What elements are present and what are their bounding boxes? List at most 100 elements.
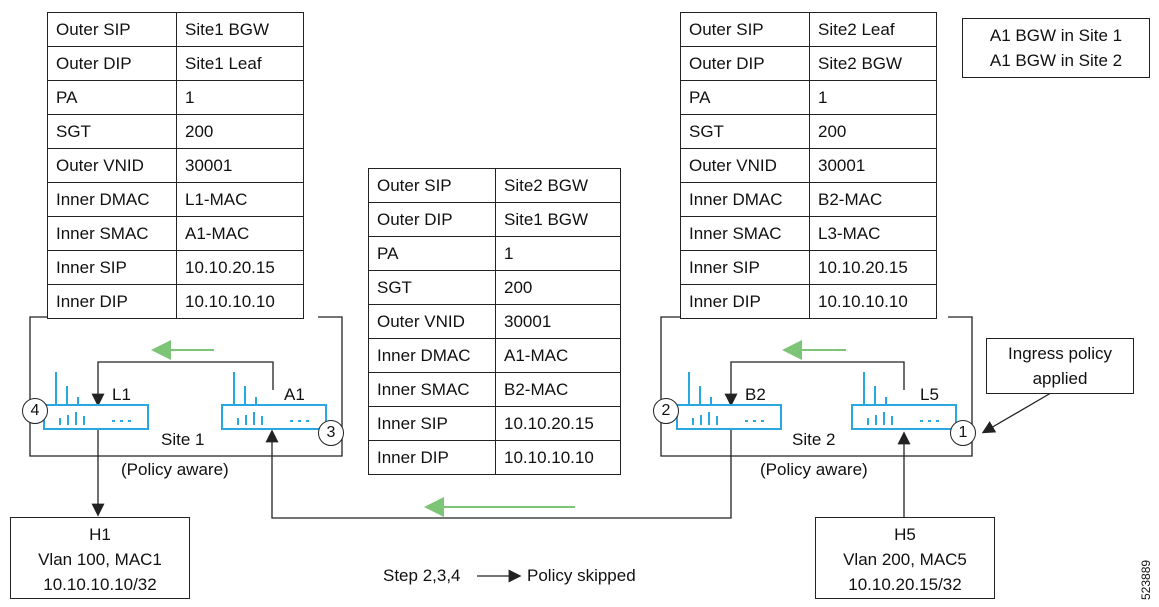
field-value-cell: L1-MAC [176, 182, 304, 217]
field-name-cell: Inner SMAC [47, 216, 177, 251]
step-3-marker: 3 [318, 420, 344, 446]
field-value-cell: Site2 Leaf [809, 12, 937, 47]
step-1-marker: 1 [950, 420, 976, 446]
field-value-cell: 10.10.10.10 [495, 440, 621, 475]
site2-boundary [660, 316, 973, 457]
field-value-cell: 1 [495, 236, 621, 271]
switch-a1-icon [221, 372, 327, 430]
field-name-cell: Outer VNID [680, 148, 810, 183]
field-value-cell: 1 [176, 80, 304, 115]
l5-to-b2-path [724, 361, 905, 407]
host-h1-box: H1 Vlan 100, MAC1 10.10.10.10/32 [10, 517, 190, 599]
field-value-cell: Site1 BGW [176, 12, 304, 47]
site1-label: Site 1 [161, 430, 205, 449]
bgw-note-box: A1 BGW in Site 1 A1 BGW in Site 2 [962, 18, 1150, 78]
field-name-cell: Outer DIP [680, 46, 810, 81]
field-value-cell: 200 [495, 270, 621, 305]
switch-b2-icon [676, 372, 782, 430]
b2-to-a1-path [265, 429, 732, 519]
field-name-cell: Inner DIP [680, 284, 810, 319]
field-value-cell: 30001 [176, 148, 304, 183]
field-value-cell: L3-MAC [809, 216, 937, 251]
h1-ip: 10.10.10.10/32 [43, 575, 157, 594]
field-name-cell: Outer DIP [47, 46, 177, 81]
field-name-cell: Inner SMAC [680, 216, 810, 251]
field-name-cell: Outer SIP [368, 168, 496, 203]
h5-name: H5 [894, 525, 916, 544]
field-name-cell: SGT [368, 270, 496, 305]
site1-mode-label: (Policy aware) [121, 460, 229, 479]
device-label-l5: L5 [920, 385, 939, 404]
h1-name: H1 [89, 525, 111, 544]
field-value-cell: 10.10.20.15 [176, 250, 304, 285]
ingress-policy-arrow [981, 389, 1057, 434]
field-name-cell: Inner DIP [47, 284, 177, 319]
ingress-line-2: applied [1032, 369, 1088, 388]
site2-label: Site 2 [792, 430, 836, 449]
host-h5-box: H5 Vlan 200, MAC5 10.10.20.15/32 [815, 517, 995, 599]
site2-mode-label: (Policy aware) [760, 460, 868, 479]
field-name-cell: Inner SIP [680, 250, 810, 285]
field-name-cell: SGT [47, 114, 177, 149]
field-value-cell: 30001 [495, 304, 621, 339]
field-value-cell: 30001 [809, 148, 937, 183]
figure-id: 523889 [1139, 559, 1153, 600]
field-value-cell: A1-MAC [176, 216, 304, 251]
h5-vlan: Vlan 200, MAC5 [843, 550, 967, 569]
field-name-cell: Outer VNID [47, 148, 177, 183]
legend-result-text: Policy skipped [527, 566, 636, 585]
field-name-cell: PA [680, 80, 810, 115]
field-name-cell: Outer SIP [680, 12, 810, 47]
field-name-cell: Outer SIP [47, 12, 177, 47]
field-name-cell: Inner DMAC [368, 338, 496, 373]
note-line-2: A1 BGW in Site 2 [989, 51, 1123, 70]
step-4-marker: 4 [22, 398, 48, 424]
field-value-cell: 10.10.10.10 [176, 284, 304, 319]
step-2-marker: 2 [653, 398, 679, 424]
field-name-cell: Inner SIP [368, 406, 496, 441]
site1-boundary [29, 316, 343, 457]
field-name-cell: PA [368, 236, 496, 271]
field-value-cell: B2-MAC [495, 372, 621, 407]
field-value-cell: Site2 BGW [495, 168, 621, 203]
h1-vlan: Vlan 100, MAC1 [38, 550, 162, 569]
field-value-cell: 1 [809, 80, 937, 115]
field-value-cell: 10.10.20.15 [809, 250, 937, 285]
h5-ip: 10.10.20.15/32 [848, 575, 962, 594]
field-value-cell: 200 [809, 114, 937, 149]
field-value-cell: A1-MAC [495, 338, 621, 373]
switch-l5-icon [851, 372, 957, 430]
a1-to-l1-path [91, 361, 274, 407]
field-value-cell: 10.10.20.15 [495, 406, 621, 441]
switch-l1-icon [43, 372, 149, 430]
field-value-cell: B2-MAC [809, 182, 937, 217]
